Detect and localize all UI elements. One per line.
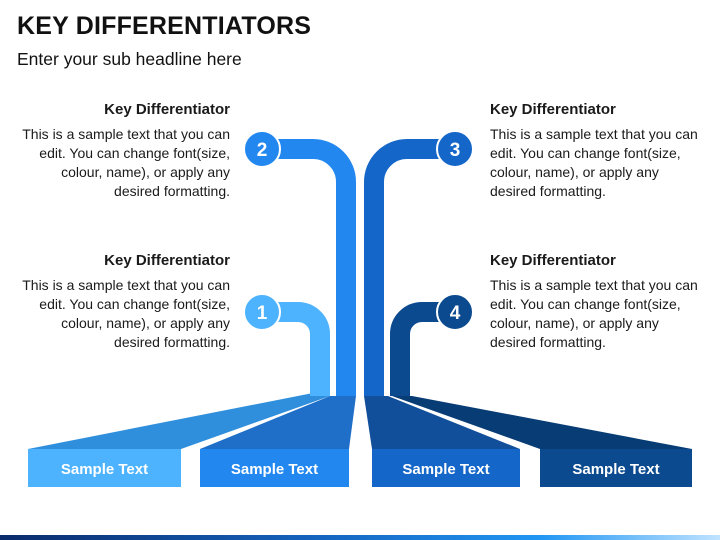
fan-connector-4 <box>392 396 692 449</box>
sample-box-3-label: Sample Text <box>402 461 489 478</box>
differentiator-2-body: This is a sample text that you can edit.… <box>22 126 230 199</box>
differentiator-2-text: Key Differentiator This is a sample text… <box>15 101 230 201</box>
sample-box-1-label: Sample Text <box>61 461 148 478</box>
footer-gradient-bar <box>0 535 720 540</box>
badge-1: 1 <box>243 293 281 331</box>
pipe-1 <box>262 302 330 396</box>
sample-box-4-label: Sample Text <box>572 461 659 478</box>
differentiator-4-text: Key Differentiator This is a sample text… <box>490 252 705 352</box>
differentiator-1-body: This is a sample text that you can edit.… <box>22 277 230 350</box>
differentiator-3-heading: Key Differentiator <box>490 101 616 118</box>
sample-box-2-label: Sample Text <box>231 461 318 478</box>
pipe-3 <box>364 139 455 396</box>
sample-box-2: Sample Text <box>200 449 349 487</box>
fan-connector-3 <box>364 396 520 449</box>
fan-connector-2 <box>200 396 356 449</box>
differentiator-2-heading: Key Differentiator <box>104 101 230 118</box>
sample-box-3: Sample Text <box>372 449 520 487</box>
badge-2-number: 2 <box>257 140 268 161</box>
pipe-2 <box>262 139 356 396</box>
page-subtitle: Enter your sub headline here <box>17 49 242 69</box>
badge-2: 2 <box>243 130 281 168</box>
differentiator-1-heading: Key Differentiator <box>104 252 230 269</box>
differentiator-1-text: Key Differentiator This is a sample text… <box>15 252 230 352</box>
differentiator-4-heading: Key Differentiator <box>490 252 616 269</box>
badge-3: 3 <box>436 130 474 168</box>
badge-4-number: 4 <box>450 303 461 324</box>
fan-connector-1 <box>28 393 330 449</box>
badge-4: 4 <box>436 293 474 331</box>
pipe-4 <box>390 302 455 396</box>
differentiator-4-body: This is a sample text that you can edit.… <box>490 277 698 350</box>
differentiator-3-body: This is a sample text that you can edit.… <box>490 126 698 199</box>
sample-box-4: Sample Text <box>540 449 692 487</box>
page-title: KEY DIFFERENTIATORS <box>17 12 312 40</box>
badge-3-number: 3 <box>450 140 461 161</box>
sample-box-1: Sample Text <box>28 449 181 487</box>
badge-1-number: 1 <box>257 303 268 324</box>
differentiator-3-text: Key Differentiator This is a sample text… <box>490 101 705 201</box>
